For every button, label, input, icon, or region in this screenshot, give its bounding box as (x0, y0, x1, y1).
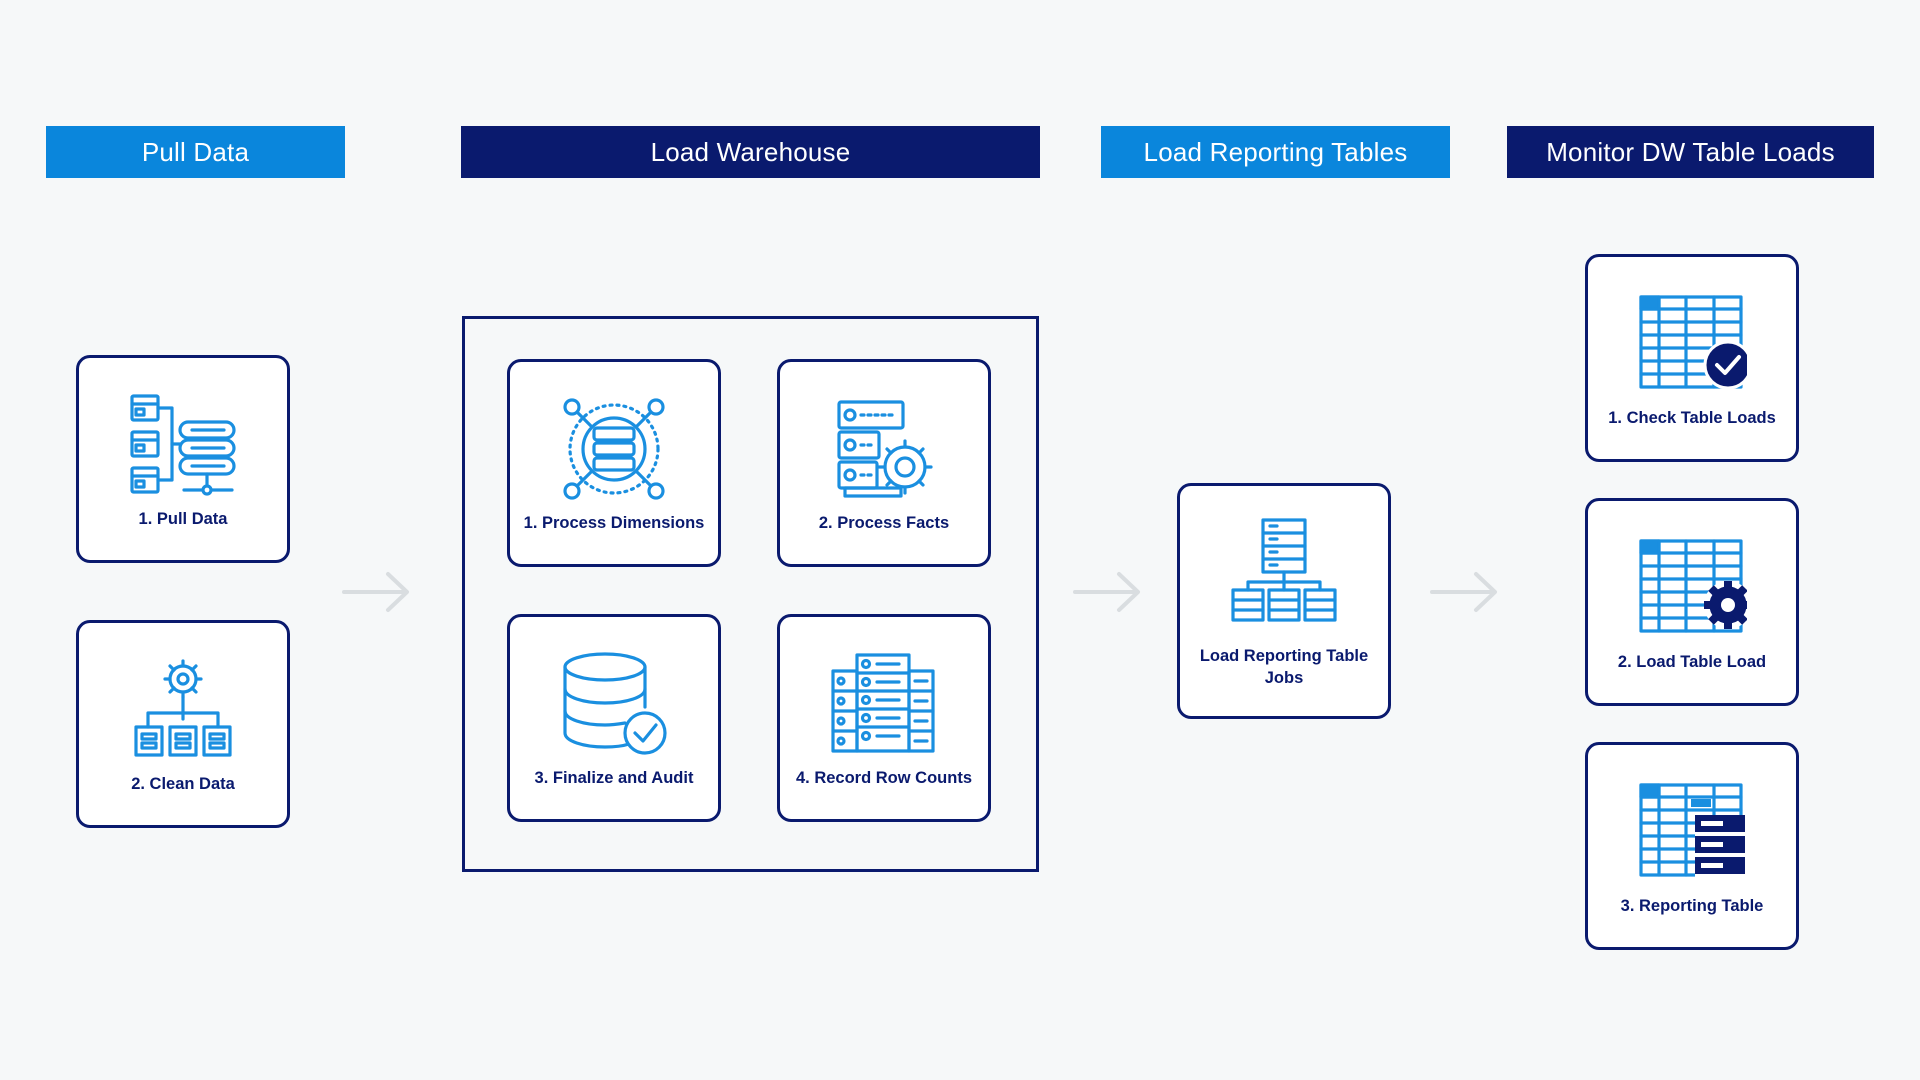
step-card-process-facts[interactable]: 2. Process Facts (777, 359, 991, 567)
server-gear-icon (837, 400, 933, 498)
step-label: 1. Check Table Loads (1608, 409, 1776, 427)
header-load-reporting-tables: Load Reporting Tables (1101, 126, 1450, 178)
server-racks-icon (831, 653, 935, 753)
step-card-record-row-counts[interactable]: 4. Record Row Counts (777, 614, 991, 822)
table-report-icon (1639, 783, 1747, 877)
server-hierarchy-icon (1231, 518, 1337, 622)
step-label: 2. Load Table Load (1617, 653, 1767, 671)
step-label: 2. Process Facts (818, 514, 950, 532)
step-label: 4. Record Row Counts (795, 769, 972, 787)
step-label: Load Reporting Table Jobs (1199, 647, 1369, 687)
header-load-warehouse: Load Warehouse (461, 126, 1040, 178)
step-card-check-table-loads[interactable]: 1. Check Table Loads (1585, 254, 1799, 462)
step-card-clean-data[interactable]: 2. Clean Data (76, 620, 290, 828)
step-card-process-dimensions[interactable]: 1. Process Dimensions (507, 359, 721, 567)
step-card-reporting-table[interactable]: 3. Reporting Table (1585, 742, 1799, 950)
step-label: 1. Pull Data (138, 510, 228, 528)
flow-arrow-icon (1430, 572, 1497, 612)
step-card-finalize-and-audit[interactable]: 3. Finalize and Audit (507, 614, 721, 822)
gear-hierarchy-icon (134, 659, 232, 757)
flow-arrow-icon (1073, 572, 1140, 612)
flow-arrow-icon (342, 572, 409, 612)
database-network-icon (563, 398, 665, 500)
step-card-load-table-load[interactable]: 2. Load Table Load (1585, 498, 1799, 706)
step-label: 3. Finalize and Audit (534, 769, 694, 787)
database-check-icon (563, 652, 667, 755)
table-gear-icon (1639, 539, 1747, 633)
step-card-load-reporting-table-jobs[interactable]: Load Reporting Table Jobs (1177, 483, 1391, 719)
step-label: 2. Clean Data (131, 775, 235, 793)
header-monitor-dw-table-loads: Monitor DW Table Loads (1507, 126, 1874, 178)
step-card-pull-data[interactable]: 1. Pull Data (76, 355, 290, 563)
step-label: 3. Reporting Table (1620, 897, 1764, 915)
step-label: 1. Process Dimensions (523, 514, 705, 532)
header-pull-data: Pull Data (46, 126, 345, 178)
table-check-icon (1639, 295, 1747, 390)
server-database-icon (130, 394, 236, 496)
warehouse-group-box (462, 316, 1039, 872)
